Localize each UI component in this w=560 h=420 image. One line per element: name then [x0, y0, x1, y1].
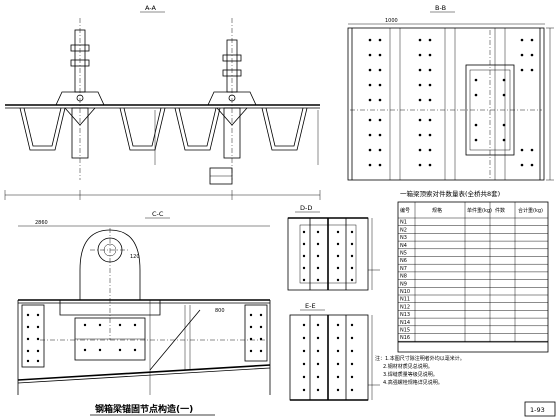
- section-a-a-label: A-A: [145, 4, 157, 12]
- section-a-a: A-A: [4, 4, 321, 200]
- page-number: 1-93: [530, 406, 545, 414]
- table-header: 合计重(kg): [518, 207, 543, 214]
- section-b-b-label: B-B: [435, 4, 446, 12]
- table-row-id: N5: [400, 251, 407, 257]
- section-d-d: D-D: [287, 204, 380, 291]
- section-e-e: E-E: [289, 302, 380, 401]
- table-row-id: N1: [400, 220, 407, 226]
- table-row-id: N13: [400, 312, 410, 318]
- dim-cc-mid: 800: [215, 308, 225, 314]
- section-c-c: C-C 2860 120 800: [17, 210, 271, 395]
- table-row-id: N14: [400, 320, 410, 326]
- table-row-id: N4: [400, 243, 407, 249]
- bolt-group: [302, 230, 354, 282]
- bottom-flange: [17, 364, 271, 381]
- table-row-id: N7: [400, 266, 407, 272]
- table-row-id: N11: [400, 297, 410, 303]
- dim-cc-radius: 120: [130, 254, 140, 260]
- u-rib: [19, 107, 66, 151]
- table-row-id: N15: [400, 328, 410, 334]
- section-b-b: B-B 1000: [347, 4, 554, 181]
- table-row-id: N12: [400, 304, 410, 310]
- table-frame: [397, 201, 549, 353]
- u-rib: [174, 107, 221, 151]
- note-line: 注：1.本图尺寸除注明者外均以毫米计。: [375, 355, 465, 362]
- table-row-id: N16: [400, 335, 410, 341]
- table-header: 件数: [495, 207, 505, 214]
- e-e-frame: [289, 314, 369, 401]
- splice-plate: [21, 304, 45, 368]
- table-row-id: N3: [400, 235, 407, 241]
- table-header: 规格: [432, 207, 442, 214]
- dim-cc-top: 2860: [35, 220, 48, 226]
- section-e-e-label: E-E: [305, 302, 316, 310]
- note-line: 4.高强螺栓规格详见说明。: [383, 379, 443, 386]
- u-rib: [261, 107, 308, 151]
- section-c-c-label: C-C: [152, 210, 164, 218]
- dim-top: 1000: [385, 18, 398, 24]
- splice-plate-outline: [347, 27, 545, 181]
- u-rib: [119, 107, 166, 151]
- splice-plate: [244, 304, 268, 362]
- table-row-id: N2: [400, 227, 407, 233]
- page-number-box: [524, 401, 556, 417]
- table-title: 一箱梁顶索对件数量表(全桥共8套): [400, 189, 500, 198]
- table-header: 编号: [400, 207, 410, 214]
- drawing-title: 钢箱梁锚固节点构造(一): [95, 403, 193, 415]
- note-line: 2.钢材材质见总说明。: [383, 363, 433, 370]
- table-row-id: N6: [400, 258, 407, 264]
- bolt-group: [368, 38, 534, 167]
- section-d-d-label: D-D: [300, 204, 312, 212]
- table-header: 单件重(kg): [467, 207, 492, 214]
- table-row-id: N9: [400, 281, 407, 287]
- note-line: 3.焊缝质量等级见说明。: [383, 371, 438, 378]
- notes: 注：1.本图尺寸除注明者外均以毫米计。 2.钢材材质见总说明。 3.焊缝质量等级…: [375, 355, 465, 386]
- material-table: 一箱梁顶索对件数量表(全桥共8套) 编号 规格 单件重(kg) 件数 合计重(k…: [397, 189, 549, 353]
- bolt-group: [26, 313, 263, 363]
- table-row-id: N8: [400, 274, 407, 280]
- table-row-id: N10: [400, 289, 410, 295]
- bolt-group: [302, 323, 354, 392]
